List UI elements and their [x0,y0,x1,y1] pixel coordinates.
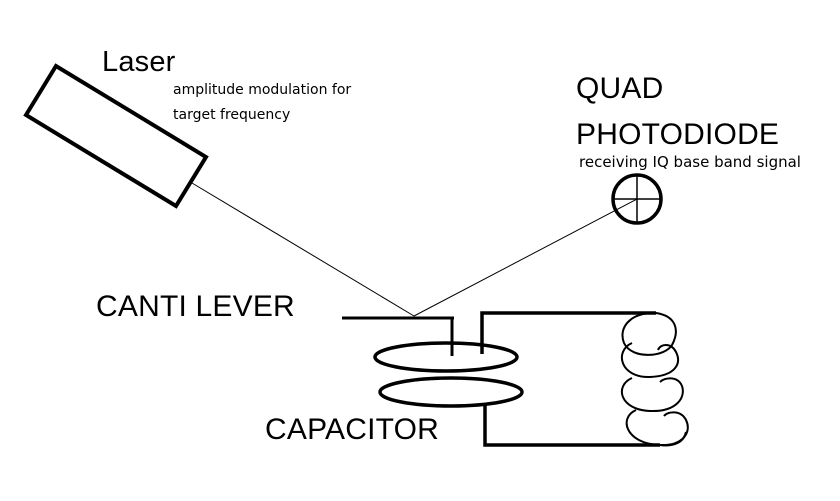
inductor-coil [621,311,689,447]
laser-body [23,63,209,209]
photodiode-note: receiving IQ base band signal [579,153,801,171]
photodiode-label: PHOTODIODE [576,118,780,151]
capacitor-bottom-plate [378,376,524,408]
capacitor-label: CAPACITOR [265,413,440,446]
laser-note-line2: target frequency [173,107,291,123]
reflected-beam [413,198,638,317]
cantilever-label: CANTI LEVER [96,290,295,323]
quad-photodiode-symbol [611,173,663,225]
top-wire [480,311,656,354]
capacitor-top-plate [373,341,519,373]
bottom-wire [483,404,660,447]
incident-beam [191,182,415,317]
laser-note-line1: amplitude modulation for [173,82,352,98]
quad-label: QUAD [576,72,664,105]
laser-label: Laser [102,46,176,78]
